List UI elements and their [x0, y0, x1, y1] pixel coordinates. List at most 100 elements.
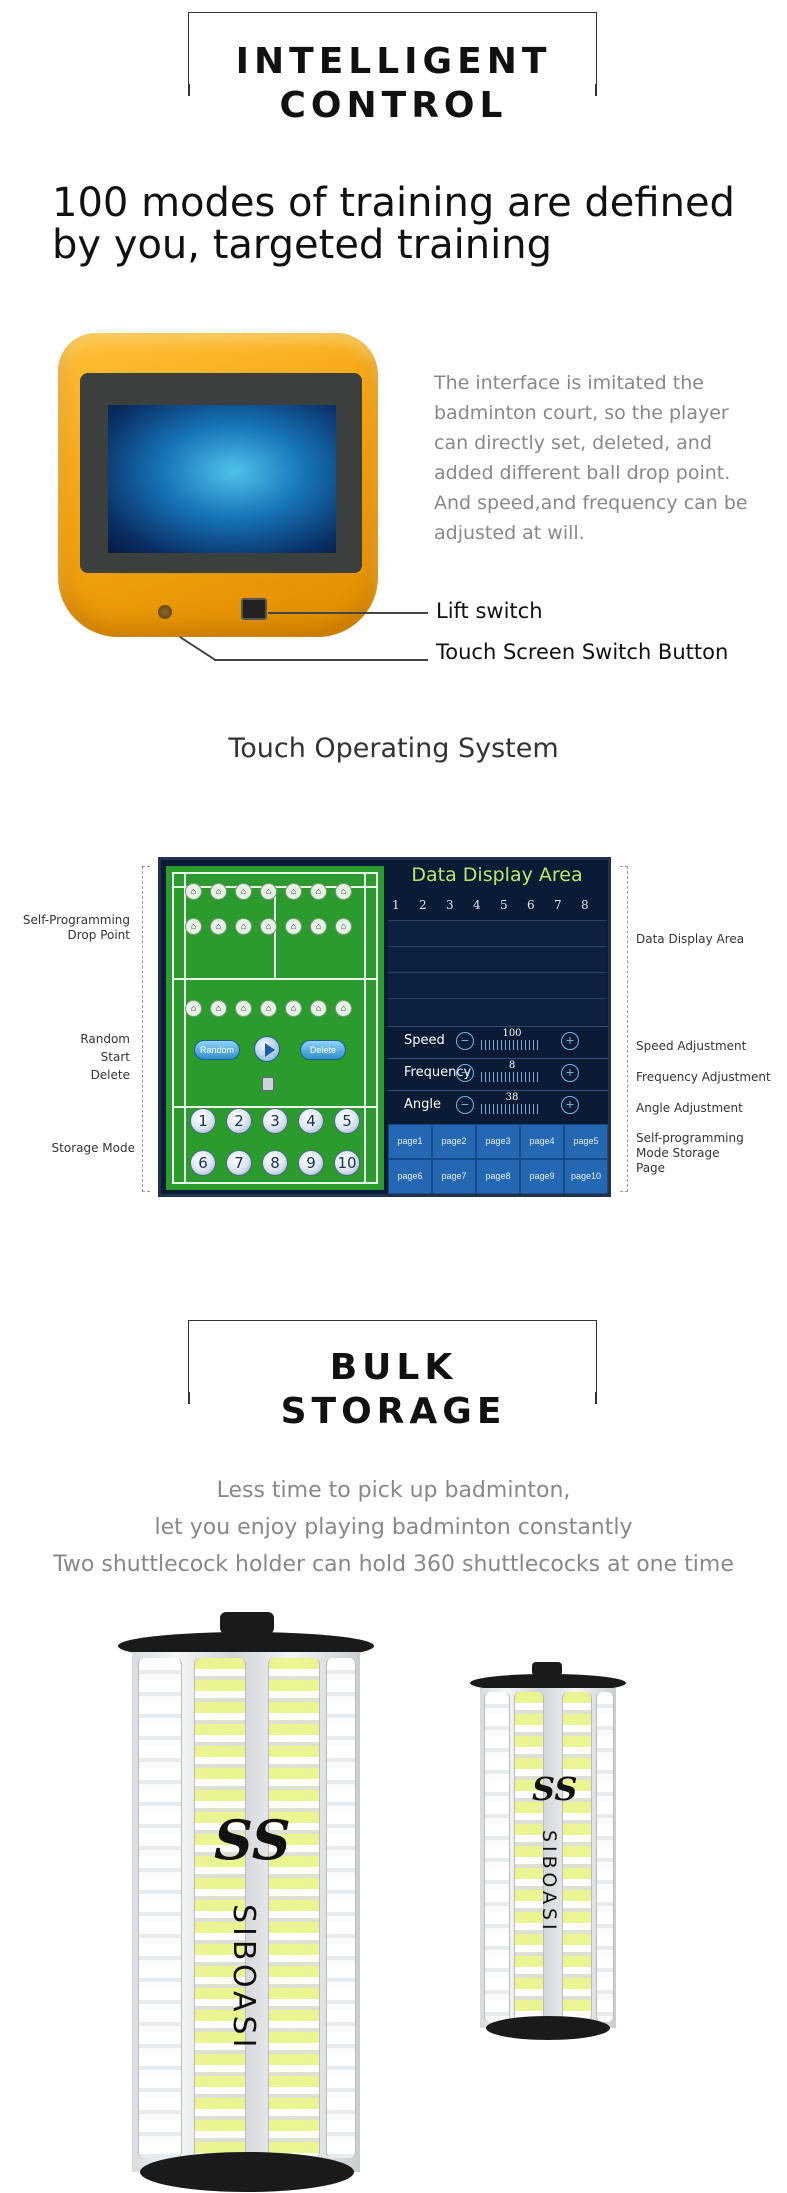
storage-mode-button[interactable]: 9 [298, 1150, 324, 1176]
brand-logo: SS [214, 1808, 291, 1872]
storage-mode-button[interactable]: 5 [334, 1108, 360, 1134]
drop-point-icon[interactable]: ⌂ [335, 883, 352, 900]
frequency-plus-button[interactable]: + [561, 1064, 579, 1082]
data-display-side-label: Data Display Area [636, 932, 745, 946]
court-border-bottom [172, 1182, 378, 1184]
frequency-adjustment-side-label: Frequency Adjustment [636, 1070, 771, 1084]
drop-point-icon[interactable]: ⌂ [260, 918, 277, 935]
data-display-number: 2 [419, 898, 427, 912]
lift-switch-label: Lift switch [436, 599, 543, 623]
brand-logo: SS [532, 1770, 578, 1808]
drop-point-icon[interactable]: ⌂ [235, 1000, 252, 1017]
drop-point-icon[interactable]: ⌂ [235, 918, 252, 935]
drop-point-icon[interactable]: ⌂ [210, 1000, 227, 1017]
drop-point-icon[interactable]: ⌂ [260, 883, 277, 900]
drop-point-icon[interactable]: ⌂ [310, 918, 327, 935]
frequency-scale[interactable] [481, 1072, 541, 1082]
data-display-number: 6 [527, 898, 535, 912]
touch-operating-system-title: Touch Operating System [228, 733, 559, 764]
frequency-control: Frequency − 8 + [388, 1058, 608, 1088]
drop-point-icon[interactable]: ⌂ [185, 883, 202, 900]
drop-point-icon[interactable]: ⌂ [335, 1000, 352, 1017]
drop-point-icon[interactable]: ⌂ [285, 918, 302, 935]
speed-label: Speed [404, 1033, 445, 1048]
intelligent-control-heading: INTELLIGENT CONTROL [0, 40, 787, 128]
random-button[interactable]: Random [194, 1040, 240, 1060]
badminton-court [166, 866, 384, 1190]
drop-point-icon[interactable]: ⌂ [210, 918, 227, 935]
storage-page-button[interactable]: page8 [476, 1159, 520, 1194]
controller-indicator-light [158, 605, 172, 619]
angle-plus-button[interactable]: + [561, 1096, 579, 1114]
storage-mode-button[interactable]: 4 [298, 1108, 324, 1134]
data-display-number: 1 [392, 898, 400, 912]
touch-switch-callout-line [214, 659, 428, 661]
storage-page-button[interactable]: page2 [432, 1124, 476, 1159]
drop-point-icon[interactable]: ⌂ [310, 1000, 327, 1017]
large-shuttlecock-holder: SS SIBOASI [118, 1612, 374, 2193]
storage-mode-button[interactable]: 7 [226, 1150, 252, 1176]
drop-point-icon[interactable]: ⌂ [285, 1000, 302, 1017]
storage-page-button[interactable]: page5 [564, 1124, 608, 1159]
storage-mode-button[interactable]: 3 [262, 1108, 288, 1134]
court-inner-right [364, 872, 366, 1184]
drop-point-icon[interactable]: ⌂ [210, 883, 227, 900]
drop-point-icon[interactable]: ⌂ [185, 918, 202, 935]
bulk-storage-heading: BULK STORAGE [0, 1346, 787, 1434]
angle-minus-button[interactable]: − [456, 1096, 474, 1114]
bulk-storage-description: Less time to pick up badminton, let you … [53, 1478, 734, 1577]
drop-point-icon[interactable]: ⌂ [235, 883, 252, 900]
start-play-button[interactable] [254, 1036, 280, 1062]
storage-page-button[interactable]: page4 [520, 1124, 564, 1159]
drop-point-icon[interactable]: ⌂ [310, 883, 327, 900]
delete-button[interactable]: Delete [300, 1040, 346, 1060]
holder-tube [194, 1658, 246, 2158]
storage-mode-button[interactable]: 1 [190, 1108, 216, 1134]
brand-name: SIBOASI [538, 1830, 560, 1934]
bulk-storage-heading-frame [188, 1320, 597, 1404]
drop-point-icon[interactable]: ⌂ [260, 1000, 277, 1017]
storage-page-button[interactable]: page10 [564, 1159, 608, 1194]
left-dashed-bracket [142, 866, 150, 1192]
storage-mode-button[interactable]: 8 [262, 1150, 288, 1176]
court-border-right [376, 872, 378, 1184]
court-net-line [172, 1106, 378, 1108]
data-grid-line [388, 946, 606, 947]
storage-page-button[interactable]: page3 [476, 1124, 520, 1159]
frequency-value: 8 [508, 1060, 516, 1071]
brand-name: SIBOASI [226, 1904, 261, 2052]
intelligent-control-heading-frame [188, 12, 597, 96]
storage-mode-button[interactable]: 6 [190, 1150, 216, 1176]
storage-mode-side-label: Storage Mode [51, 1141, 135, 1155]
storage-mode-button[interactable]: 2 [226, 1108, 252, 1134]
controller-device-image [58, 333, 378, 637]
angle-scale[interactable] [481, 1104, 541, 1114]
storage-mode-button[interactable]: 10 [334, 1150, 360, 1176]
machine-position-icon [262, 1077, 274, 1091]
holder-top-cap [470, 1674, 626, 1692]
data-display-number: 5 [500, 898, 508, 912]
drop-point-icon[interactable]: ⌂ [185, 1000, 202, 1017]
drop-point-icon[interactable]: ⌂ [335, 918, 352, 935]
holder-tube [138, 1658, 182, 2158]
court-inner-left [184, 872, 186, 1184]
data-display-number: 8 [581, 898, 589, 912]
storage-page-button[interactable]: page6 [388, 1159, 432, 1194]
speed-control: Speed − 100 + [388, 1026, 608, 1056]
frequency-minus-button[interactable]: − [456, 1064, 474, 1082]
holder-knob [532, 1662, 562, 1676]
touch-switch-label: Touch Screen Switch Button [436, 640, 729, 664]
storage-page-button[interactable]: page7 [432, 1159, 476, 1194]
data-display-number: 7 [554, 898, 562, 912]
frequency-label: Frequency [404, 1065, 472, 1080]
speed-plus-button[interactable]: + [561, 1032, 579, 1050]
speed-scale[interactable] [481, 1040, 541, 1050]
data-display-number: 4 [473, 898, 481, 912]
angle-adjustment-side-label: Angle Adjustment [636, 1101, 743, 1115]
storage-page-button[interactable]: page9 [520, 1159, 564, 1194]
holder-tube [562, 1692, 592, 2022]
drop-point-icon[interactable]: ⌂ [285, 883, 302, 900]
storage-page-button[interactable]: page1 [388, 1124, 432, 1159]
holder-tube [268, 1658, 320, 2158]
speed-minus-button[interactable]: − [456, 1032, 474, 1050]
